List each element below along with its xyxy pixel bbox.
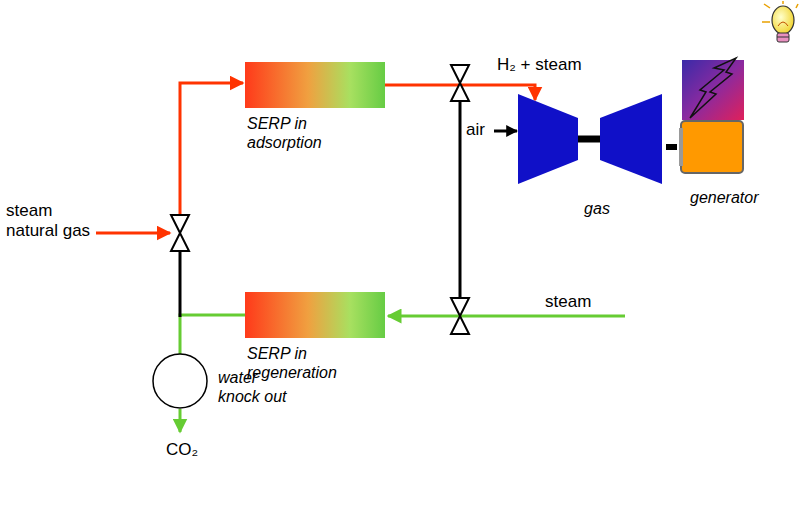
gas-turbine [516,92,666,187]
valve-link [179,251,182,317]
generator-label: generator [690,188,759,207]
steam-line [388,315,625,318]
stream-label: H₂ + steam [497,55,582,75]
flow-label: CO₂ [166,440,198,460]
flow-label: natural gas [6,221,90,241]
lightning-bolt [690,58,736,118]
light-bulb [762,1,798,42]
flow-label: steam [545,292,591,312]
turbine-label: gas [528,199,666,218]
flow-connector [180,315,245,354]
flow-label: air [466,120,485,140]
turbine-node: gas [516,92,666,218]
knockout-node: water knock out [152,352,298,410]
reactor-node: SERP in regeneration [245,292,385,382]
turbine [600,94,662,184]
feed-line [180,83,243,215]
flow-connector [666,144,677,150]
vessel-label: water knock out [218,368,298,406]
reactor-label: SERP in adsorption [245,114,372,152]
air-line [494,130,517,133]
reactor-bed [245,62,385,108]
valve-link [459,100,462,300]
flow-label: steam [6,201,52,221]
feed-line [96,232,170,235]
co2-line [179,409,182,432]
generator-rim [679,128,683,166]
generator-node: generator [680,120,759,207]
reactor-label: SERP in regeneration [245,344,372,382]
generator-box [680,120,744,174]
vessel-outline [153,354,207,408]
compressor [518,94,578,184]
knockout-vessel [152,352,210,410]
reactor-node: SERP in adsorption [245,62,385,152]
turbine-shaft [576,136,604,143]
reactor-bed [245,292,385,338]
